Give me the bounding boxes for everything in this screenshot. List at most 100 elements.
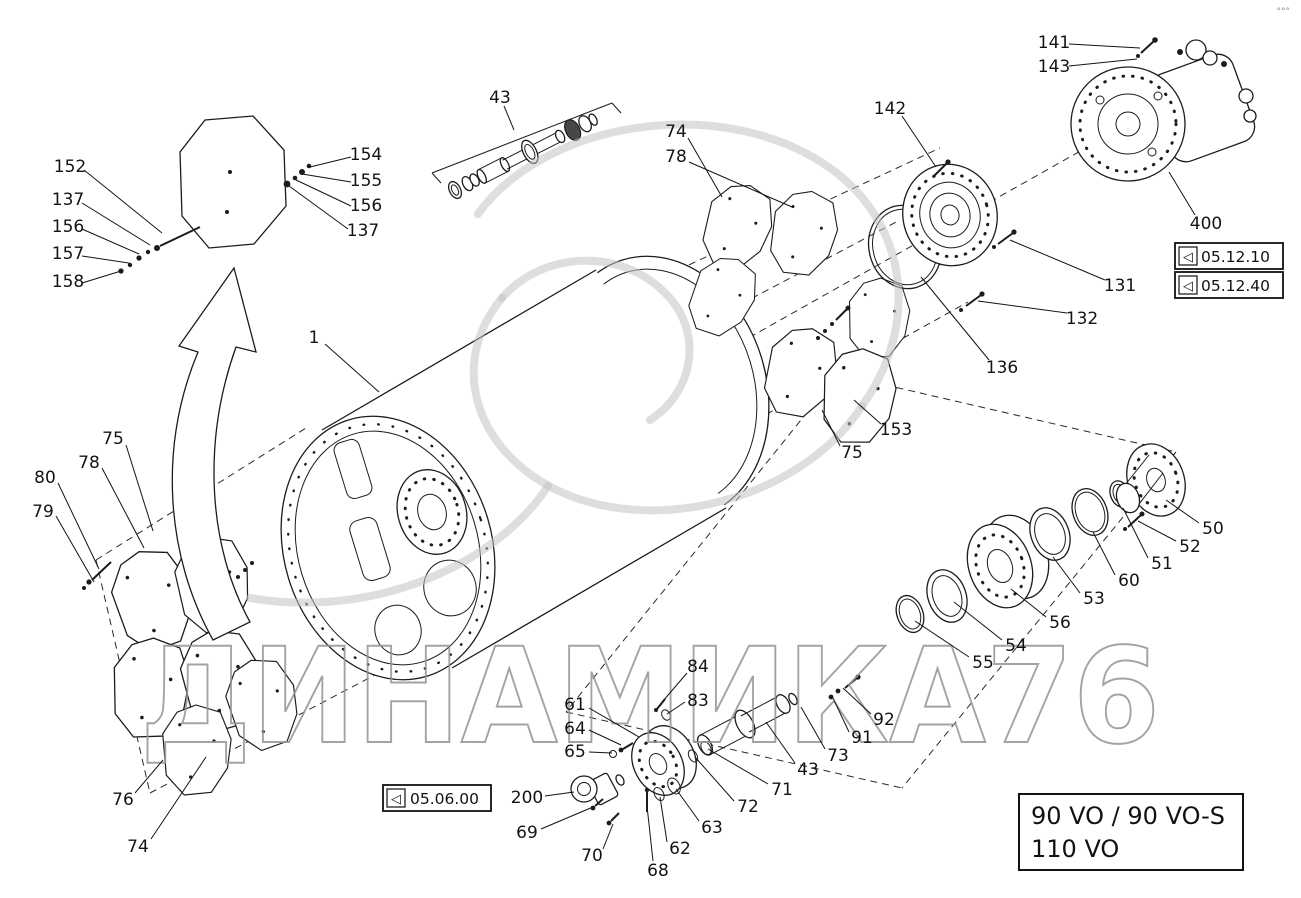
callout-143[interactable]: 143 <box>1038 57 1138 77</box>
callout-52[interactable]: 52 <box>1137 520 1201 557</box>
ref-box-05-12-40[interactable]: ◁ 05.12.40 <box>1174 271 1284 299</box>
callout-142[interactable]: 142 <box>874 99 937 168</box>
callout-83[interactable]: 83 <box>666 691 709 715</box>
callout-157[interactable]: 157 <box>52 244 130 264</box>
callout-56[interactable]: 56 <box>1010 588 1071 633</box>
callout-68[interactable]: 68 <box>646 805 669 881</box>
ring-72 <box>687 749 699 763</box>
callout-80[interactable]: 80 <box>34 468 100 570</box>
callout-84[interactable]: 84 <box>662 657 709 702</box>
octagon-plate <box>179 115 287 249</box>
callout-154[interactable]: 154 <box>309 145 382 168</box>
svg-text:68: 68 <box>647 861 669 881</box>
callout-43-a[interactable]: 43 <box>489 88 515 131</box>
callout-200[interactable]: 200 <box>511 788 575 808</box>
callout-155[interactable]: 155 <box>301 171 382 191</box>
plate-fastener-stack <box>816 305 851 340</box>
callout-64[interactable]: 64 <box>564 719 622 746</box>
callout-71[interactable]: 71 <box>707 748 793 800</box>
callout-78-b[interactable]: 78 <box>78 453 145 549</box>
svg-text:1: 1 <box>309 328 320 348</box>
callout-136[interactable]: 136 <box>920 276 1018 378</box>
ring-62 <box>653 786 665 802</box>
callout-70[interactable]: 70 <box>581 823 614 866</box>
callout-79[interactable]: 79 <box>32 502 95 583</box>
svg-text:137: 137 <box>52 190 84 210</box>
callout-72[interactable]: 72 <box>694 756 759 817</box>
callout-75-a[interactable]: 75 <box>821 409 863 463</box>
svg-text:84: 84 <box>687 657 709 677</box>
callout-137-b[interactable]: 137 <box>288 185 379 241</box>
svg-text:142: 142 <box>874 99 906 119</box>
callout-60[interactable]: 60 <box>1092 531 1140 591</box>
svg-text:143: 143 <box>1038 57 1070 77</box>
callout-137-a[interactable]: 137 <box>52 190 151 246</box>
svg-text:74: 74 <box>127 837 149 857</box>
svg-text:156: 156 <box>52 217 84 237</box>
callout-78-a[interactable]: 78 <box>665 147 793 208</box>
svg-text:50: 50 <box>1202 519 1224 539</box>
callout-76[interactable]: 76 <box>112 759 164 810</box>
callout-63[interactable]: 63 <box>675 788 723 838</box>
svg-text:153: 153 <box>880 420 912 440</box>
svg-text:92: 92 <box>873 710 895 730</box>
plate-fasteners <box>82 561 254 590</box>
callout-73[interactable]: 73 <box>800 706 849 766</box>
svg-text:56: 56 <box>1049 613 1071 633</box>
svg-text:51: 51 <box>1151 554 1173 574</box>
svg-text:156: 156 <box>350 196 382 216</box>
ref-box-05-12-10[interactable]: ◁ 05.12.10 <box>1174 242 1284 270</box>
ring-60 <box>1071 488 1109 536</box>
svg-text:53: 53 <box>1083 589 1105 609</box>
callout-54[interactable]: 54 <box>953 601 1027 656</box>
model-line-1: 90 VO / 90 VO-S <box>1031 802 1225 830</box>
ref-box-05-06-00[interactable]: ◁ 05.06.00 <box>382 784 492 812</box>
fasteners-91-92 <box>828 674 861 700</box>
callout-91[interactable]: 91 <box>832 697 873 748</box>
callout-153[interactable]: 153 <box>853 399 912 440</box>
callout-61[interactable]: 61 <box>564 695 640 738</box>
callout-132[interactable]: 132 <box>977 300 1098 329</box>
svg-text:76: 76 <box>112 790 134 810</box>
callout-141[interactable]: 141 <box>1038 33 1141 53</box>
top-left-plate-group <box>118 115 312 274</box>
left-plates-group <box>82 531 308 796</box>
callout-74-b[interactable]: 74 <box>127 756 207 857</box>
callout-158[interactable]: 158 <box>52 270 122 292</box>
svg-text:71: 71 <box>771 780 793 800</box>
callout-55[interactable]: 55 <box>914 620 994 673</box>
callout-62[interactable]: 62 <box>659 796 691 859</box>
callout-43-b[interactable]: 43 <box>765 721 819 780</box>
curved-arrow <box>171 266 257 641</box>
svg-text:70: 70 <box>581 846 603 866</box>
svg-text:158: 158 <box>52 272 84 292</box>
svg-text:54: 54 <box>1005 636 1027 656</box>
callout-69[interactable]: 69 <box>516 806 594 843</box>
svg-text:400: 400 <box>1190 214 1222 234</box>
callout-74-a[interactable]: 74 <box>665 122 723 198</box>
callout-65[interactable]: 65 <box>564 742 613 762</box>
callout-92[interactable]: 92 <box>842 687 895 730</box>
svg-text:78: 78 <box>665 147 687 167</box>
callout-50[interactable]: 50 <box>1165 499 1224 539</box>
svg-text:69: 69 <box>516 823 538 843</box>
svg-text:152: 152 <box>54 157 86 177</box>
callout-75-b[interactable]: 75 <box>102 429 154 532</box>
exciter-shaft-assembly <box>431 102 622 200</box>
callout-156-a[interactable]: 156 <box>52 217 140 255</box>
svg-text:05.06.00: 05.06.00 <box>410 790 479 808</box>
callout-53[interactable]: 53 <box>1052 556 1105 609</box>
svg-text:64: 64 <box>564 719 586 739</box>
callout-51[interactable]: 51 <box>1122 507 1173 574</box>
section-link-icon: ◁ <box>1183 250 1193 265</box>
hub-50 <box>1115 443 1186 517</box>
svg-text:80: 80 <box>34 468 56 488</box>
svg-text:141: 141 <box>1038 33 1070 53</box>
callout-1[interactable]: 1 <box>309 328 380 393</box>
svg-text:61: 61 <box>564 695 586 715</box>
callout-131[interactable]: 131 <box>1009 239 1136 296</box>
callout-400[interactable]: 400 <box>1168 171 1222 234</box>
callout-152[interactable]: 152 <box>54 157 163 234</box>
svg-text:05.12.10: 05.12.10 <box>1201 248 1270 266</box>
callout-156-b[interactable]: 156 <box>295 179 382 216</box>
